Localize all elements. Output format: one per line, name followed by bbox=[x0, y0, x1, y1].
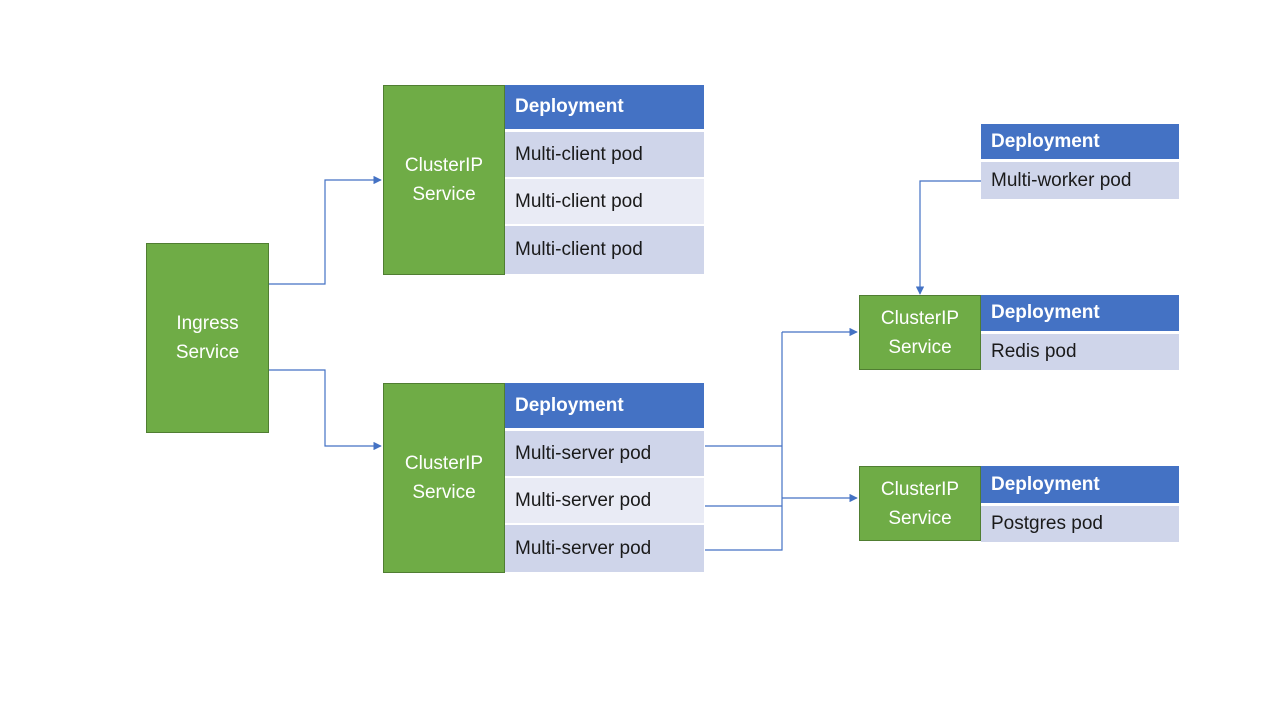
postgres-deployment-table: Deployment Postgres pod bbox=[981, 466, 1179, 542]
worker-to-redis-service-connector bbox=[915, 180, 981, 295]
postgres-clusterip-service[interactable]: ClusterIP Service bbox=[859, 466, 981, 541]
redis-deployment-header: Deployment bbox=[981, 295, 1179, 334]
server-pod-row[interactable]: Multi-server pod bbox=[505, 431, 704, 478]
server-deployment-table: Deployment Multi-server pod Multi-server… bbox=[505, 383, 704, 572]
client-deployment-header: Deployment bbox=[505, 85, 704, 132]
server-deployment-header: Deployment bbox=[505, 383, 704, 431]
redis-deployment-table: Deployment Redis pod bbox=[981, 295, 1179, 370]
ingress-to-client-service-connector bbox=[269, 175, 382, 285]
redis-pod-row[interactable]: Redis pod bbox=[981, 334, 1179, 370]
redis-clusterip-service[interactable]: ClusterIP Service bbox=[859, 295, 981, 370]
server-pod-row[interactable]: Multi-server pod bbox=[505, 525, 704, 572]
ingress-service[interactable]: Ingress Service bbox=[146, 243, 269, 433]
server-pod-3-connector bbox=[705, 332, 783, 551]
postgres-deployment-header: Deployment bbox=[981, 466, 1179, 506]
client-pod-row[interactable]: Multi-client pod bbox=[505, 179, 704, 226]
ingress-to-server-service-connector bbox=[269, 369, 382, 451]
postgres-pod-row[interactable]: Postgres pod bbox=[981, 506, 1179, 542]
client-deployment-table: Deployment Multi-client pod Multi-client… bbox=[505, 85, 704, 274]
worker-deployment-table: Deployment Multi-worker pod bbox=[981, 124, 1179, 199]
server-clusterip-service[interactable]: ClusterIP Service bbox=[383, 383, 505, 573]
client-clusterip-service[interactable]: ClusterIP Service bbox=[383, 85, 505, 275]
server-pod-row[interactable]: Multi-server pod bbox=[505, 478, 704, 525]
client-pod-row[interactable]: Multi-client pod bbox=[505, 226, 704, 274]
worker-pod-row[interactable]: Multi-worker pod bbox=[981, 162, 1179, 199]
client-pod-row[interactable]: Multi-client pod bbox=[505, 132, 704, 179]
worker-deployment-header: Deployment bbox=[981, 124, 1179, 162]
